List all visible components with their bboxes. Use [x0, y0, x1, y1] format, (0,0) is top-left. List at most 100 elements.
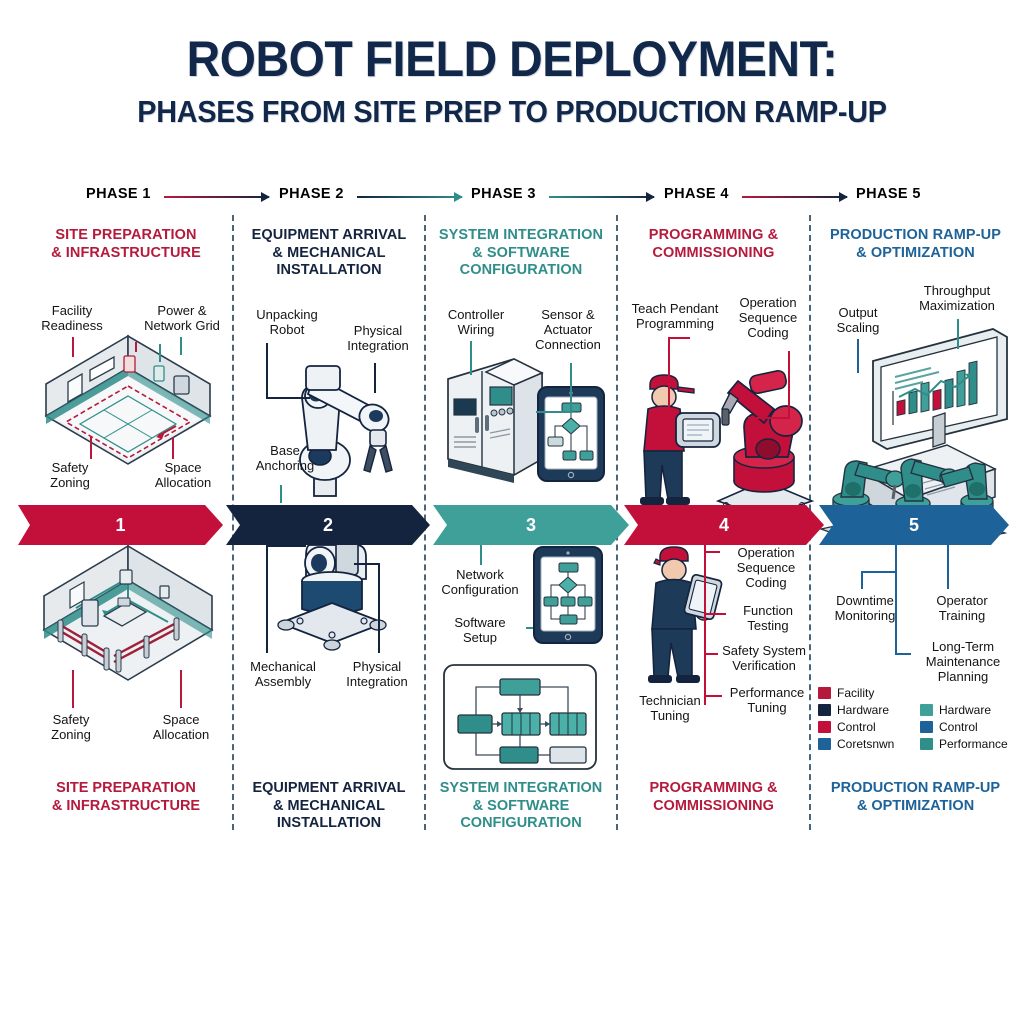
- illustration-robot-arm-unpacking: [258, 350, 408, 497]
- leader-space-allocation-top: [172, 437, 174, 459]
- label-safety-zoning-top: Safety Zoning: [50, 460, 90, 491]
- phase-number-1: 1: [115, 514, 126, 535]
- flow-arrow-1-2: [164, 192, 270, 202]
- phase-tag-5: PHASE 5: [856, 186, 921, 202]
- leader-power-network: [180, 337, 182, 355]
- phase-tag-2: PHASE 2: [279, 186, 344, 202]
- leader-downtime-h: [861, 571, 895, 573]
- label-controller-wiring: Controller Wiring: [447, 307, 505, 338]
- leader-facility-readiness: [72, 337, 74, 357]
- flow-arrow-3-4: [549, 192, 655, 202]
- legend-item: Control: [818, 718, 914, 735]
- legend-swatch-icon: [920, 703, 933, 716]
- label-operation-sequence-coding-bottom: Operation Sequence Coding: [736, 545, 796, 591]
- legend-label: Control: [837, 719, 876, 734]
- phase-title-bottom-4: PROGRAMMING & COMMISSIONING: [649, 780, 778, 814]
- phase-chevron-1[interactable]: 1: [18, 505, 223, 545]
- leader-output-scaling: [857, 339, 859, 373]
- leader-unpacking-robot: [266, 343, 268, 399]
- label-function-testing: Function Testing: [743, 603, 793, 634]
- leader-op-seq-bottom: [704, 551, 720, 553]
- leader-sensor-actuator-h: [536, 411, 572, 413]
- label-long-term-maintenance-planning: Long-Term Maintenance Planning: [925, 639, 1001, 685]
- illustration-facility-layout-top: [38, 334, 218, 490]
- label-power-network-grid: Power & Network Grid: [144, 303, 220, 334]
- label-throughput-maximization: Throughput Maximization: [919, 283, 995, 314]
- illustration-tablet-flowchart-top: [536, 385, 606, 483]
- phase-column-1: SITE PREPARATION & INFRASTRUCTURE: [22, 215, 230, 830]
- leader-operator-training: [947, 545, 949, 589]
- label-sensor-actuator-connection: Sensor & Actuator Connection: [535, 307, 601, 353]
- phase-number-2: 2: [322, 514, 333, 535]
- legend-item: Hardware: [920, 701, 1018, 718]
- label-safety-system-verification: Safety System Verification: [722, 643, 806, 674]
- legend-item: Facility: [818, 684, 914, 701]
- legend-column-a: Facility Hardware Control Coretsnwn: [818, 684, 914, 752]
- flow-arrow-4-5: [742, 192, 848, 202]
- leader-controller-wiring: [470, 341, 472, 375]
- phase-title-top-3: SYSTEM INTEGRATION & SOFTWARE CONFIGURAT…: [438, 227, 604, 279]
- phase-chevron-2[interactable]: 2: [226, 505, 430, 545]
- leader-safety-verification: [704, 653, 718, 655]
- label-physical-integration-top: Physical Integration: [347, 323, 409, 354]
- phase-number-5: 5: [908, 514, 919, 535]
- phase-title-bottom-3: SYSTEM INTEGRATION & SOFTWARE CONFIGURAT…: [439, 780, 603, 832]
- label-performance-tuning: Performance Tuning: [729, 685, 805, 716]
- label-facility-readiness: Facility Readiness: [41, 303, 103, 334]
- legend-label: Control: [939, 719, 978, 734]
- leader-mechanical-assembly-h: [266, 545, 306, 547]
- leader-space-allocation-bottom: [180, 670, 182, 708]
- phase-number-3: 3: [525, 514, 536, 535]
- label-network-configuration: Network Configuration: [441, 567, 519, 598]
- leader-safety-zoning-top: [90, 437, 92, 459]
- leader-long-term-maintenance: [895, 653, 911, 655]
- phase-tag-3: PHASE 3: [471, 186, 536, 202]
- legend-swatch-icon: [818, 720, 831, 733]
- legend-item: Hardware: [818, 701, 914, 718]
- illustration-technician-tuning: [634, 546, 723, 683]
- label-teach-pendant-programming: Teach Pendant Programming: [631, 301, 719, 332]
- label-operation-sequence-coding-top: Operation Sequence Coding: [738, 295, 798, 341]
- leader-unpacking-robot-h: [266, 397, 310, 399]
- leader-sensor-actuator-v: [570, 363, 572, 411]
- leader-network-configuration: [480, 541, 482, 565]
- label-physical-integration-bottom: Physical Integration: [346, 659, 408, 690]
- leader-mechanical-assembly: [266, 545, 268, 653]
- phase-title-top-4: PROGRAMMING & COMMISSIONING: [648, 227, 779, 261]
- phase-title-top-1: SITE PREPARATION & INFRASTRUCTURE: [51, 227, 201, 261]
- illustration-red-robot-arm: [715, 365, 816, 518]
- phase-tag-4: PHASE 4: [664, 186, 729, 202]
- label-technician-tuning: Technician Tuning: [639, 693, 701, 724]
- legend-label: Hardware: [939, 702, 992, 717]
- legend-swatch-icon: [818, 686, 831, 699]
- legend-swatch-icon: [920, 737, 933, 750]
- leader-base-anchoring: [280, 485, 282, 503]
- phase-chevron-4[interactable]: 4: [624, 505, 824, 545]
- phase-tag-1: PHASE 1: [86, 186, 151, 202]
- illustration-facility-layout-bottom: [36, 544, 220, 710]
- legend-item: Control: [920, 718, 1018, 735]
- illustration-network-diagram: [442, 663, 598, 771]
- leader-physical-integration-top: [374, 363, 376, 393]
- flow-arrow-2-3: [357, 192, 463, 202]
- label-downtime-monitoring: Downtime Monitoring: [834, 593, 896, 624]
- leader-physical-integration-bottom-h: [354, 563, 380, 565]
- leader-physical-integration-bottom: [378, 563, 380, 653]
- illustration-controller-cabinet: [438, 355, 550, 485]
- label-mechanical-assembly: Mechanical Assembly: [250, 659, 316, 690]
- phase-chevron-3[interactable]: 3: [433, 505, 629, 545]
- phase-title-bottom-1: SITE PREPARATION & INFRASTRUCTURE: [51, 780, 201, 814]
- label-software-setup: Software Setup: [454, 615, 506, 646]
- label-output-scaling: Output Scaling: [836, 305, 880, 336]
- leader-phase4-spine: [704, 539, 706, 705]
- column-divider-1: [232, 215, 234, 830]
- legend-item: Performance: [920, 735, 1018, 752]
- page-title: ROBOT FIELD DEPLOYMENT:: [186, 31, 838, 87]
- illustration-teach-pendant-device: [674, 411, 722, 451]
- phase-chevron-5[interactable]: 5: [819, 505, 1009, 545]
- leader-performance-tuning: [704, 695, 722, 697]
- legend-swatch-icon: [818, 737, 831, 750]
- label-space-allocation-top: Space Allocation: [154, 460, 212, 491]
- legend-label: Facility: [837, 685, 875, 700]
